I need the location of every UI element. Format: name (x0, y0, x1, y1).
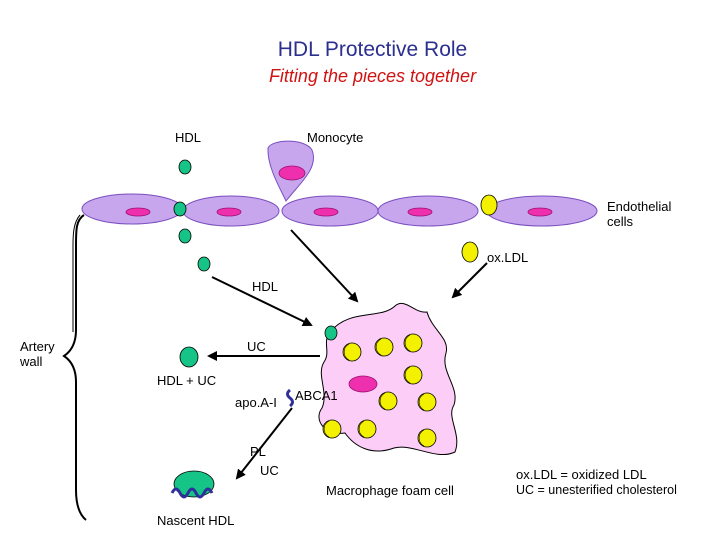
uc-label: UC (247, 339, 266, 354)
legend-uc: UC = unesterified cholesterol (516, 483, 677, 497)
nucleus (125, 207, 151, 217)
arrow-monocyte-to-macrophage (290, 229, 359, 303)
endothelial-cells-label: Endothelial cells (607, 199, 672, 229)
hdl-uc-label: HDL + UC (157, 373, 217, 388)
pl-label: PL (250, 444, 266, 459)
hdl-uc-particle (179, 346, 199, 368)
uc-low-label: UC (260, 463, 279, 478)
hdl-mid-label: HDL (252, 279, 279, 294)
arrow-oxldl-to-macrophage (451, 262, 488, 299)
hdl-particle (178, 159, 192, 175)
arrow-hdl-to-macrophage (211, 276, 313, 327)
page-subtitle: Fitting the pieces together (268, 66, 477, 86)
monocyte-nucleus (278, 165, 306, 181)
nucleus (216, 207, 242, 217)
artery-wall-bracket (62, 214, 87, 521)
macrophage-nucleus (348, 375, 378, 393)
apoa1-label: apo.A-I (235, 395, 277, 410)
hdl-top-label: HDL (175, 130, 202, 145)
abca1-coil-icon (286, 388, 294, 408)
legend-oxldl: ox.LDL = oxidized LDL (516, 467, 647, 482)
oxldl-particle (480, 194, 498, 216)
hdl-particle (197, 256, 211, 272)
hdl-particle (178, 228, 192, 244)
apoa1-coil-icon (170, 487, 214, 499)
abca1-label: ABCA1 (295, 388, 338, 403)
hdl-particle (324, 325, 338, 341)
macrophage-foam-cell (318, 302, 458, 456)
artery-wall-label: Artery wall (20, 339, 55, 369)
endothelial-cell-row (81, 193, 598, 227)
arrow-to-nascent-hdl (235, 407, 293, 480)
hdl-particle (173, 201, 187, 217)
nucleus (313, 207, 339, 217)
nucleus (407, 207, 433, 217)
oxldl-label: ox.LDL (487, 250, 529, 265)
nascent-hdl-label: Nascent HDL (157, 513, 235, 528)
macrophage-label: Macrophage foam cell (326, 483, 454, 498)
oxldl-particle (461, 241, 479, 263)
monocyte-label: Monocyte (307, 130, 364, 145)
lipid-droplets (322, 333, 437, 448)
nucleus (527, 207, 553, 217)
page-title: HDL Protective Role (277, 38, 468, 61)
